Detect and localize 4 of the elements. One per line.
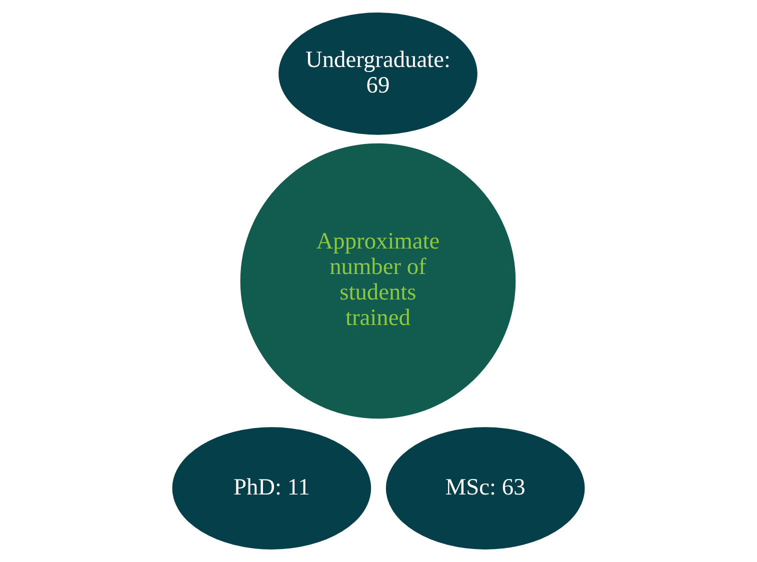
- node-ellipse: Undergraduate: 69: [278, 12, 478, 135]
- node-circle: Approximate number of students trained: [240, 143, 516, 419]
- node-ellipse: MSc: 63: [386, 427, 585, 550]
- node-ellipse: PhD: 11: [172, 427, 372, 550]
